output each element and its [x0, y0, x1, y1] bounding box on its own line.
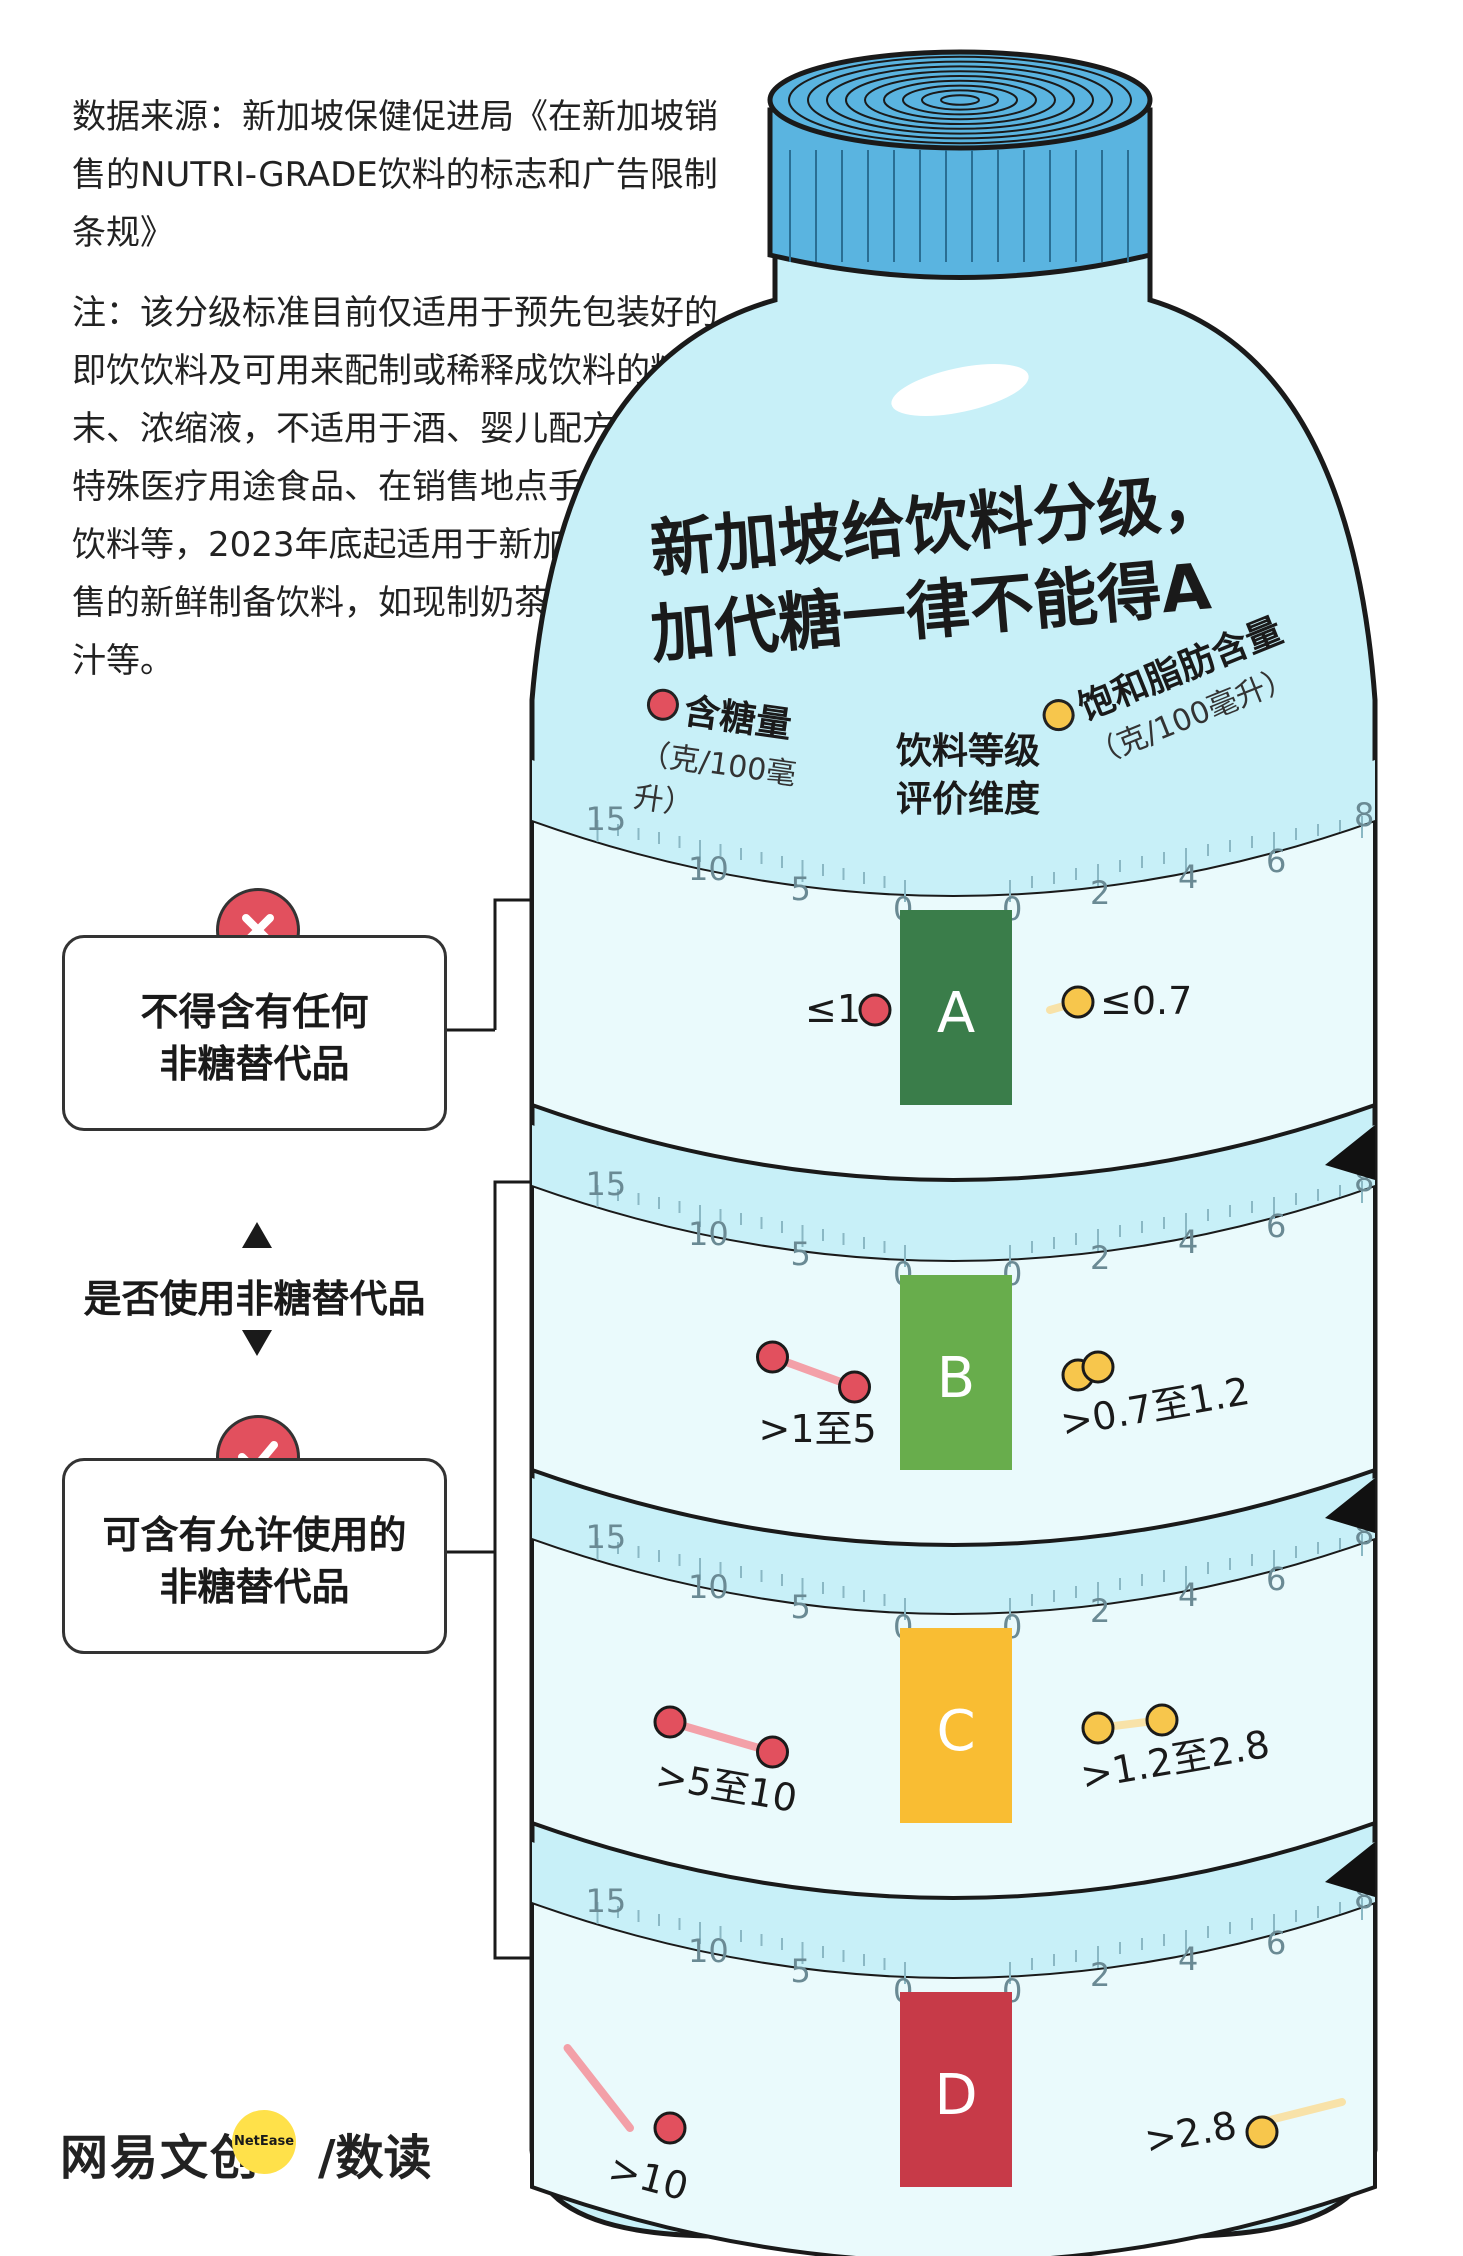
sugar-tick-label: 10 [688, 1568, 729, 1606]
cap-ring [864, 75, 1056, 125]
sugar-tick-label: 5 [791, 870, 811, 908]
yes-sweetener-box: 可含有允许使用的 非糖替代品 [62, 1458, 447, 1654]
fat-tick-label: 4 [1178, 1576, 1198, 1614]
fat-tick-label: 6 [1266, 1207, 1286, 1245]
band-shadow [1325, 1842, 1375, 1897]
sugar-value-label: >1至5 [759, 1407, 877, 1451]
fat-tick-label: 6 [1266, 1560, 1286, 1598]
cap-rings [788, 55, 1132, 145]
fat-dot [1145, 1703, 1179, 1737]
logo-text: 网易文创 [60, 2130, 261, 2186]
no-sweetener-box: 不得含有任何 非糖替代品 [62, 935, 447, 1131]
sugar-legend-dot [644, 686, 682, 723]
title-svg: 新加坡给饮料分级， 加代糖一律不能得A [647, 470, 1227, 673]
sugar-dot [838, 1370, 871, 1404]
grade-letter: A [937, 981, 975, 1046]
cap-ring [883, 79, 1037, 121]
cap-ring [845, 70, 1075, 130]
fat-tick-label: 4 [1178, 1223, 1198, 1261]
yes-sweetener-line2: 非糖替代品 [159, 1565, 350, 1609]
fat-range-line [1258, 2098, 1346, 2126]
fat-value-label: ≤0.7 [1100, 979, 1192, 1023]
cap-ring [807, 60, 1113, 140]
fat-tick-label: 2 [1090, 1592, 1110, 1630]
sugar-value-label: ≤1 [805, 987, 861, 1031]
grade-label-2: 评价维度 [895, 779, 1040, 820]
cap-ring [826, 65, 1094, 135]
sugar-tick-label: 15 [586, 1882, 627, 1920]
sugar-tick-label: 10 [688, 1932, 729, 1970]
grade-letter: C [936, 1699, 975, 1764]
grade-block-D [900, 1992, 1012, 2187]
grade-label-1: 饮料等级 [895, 731, 1040, 772]
bottle-highlight [891, 364, 1029, 416]
fat-tick-label: 6 [1266, 842, 1286, 880]
no-sweetener-line2: 非糖替代品 [159, 1042, 350, 1086]
grade-block-A [900, 910, 1012, 1105]
source-text: 数据来源：新加坡保健促进局《在新加坡销售的NUTRI-GRADE饮料的标志和广告… [72, 97, 718, 253]
grade-letter: B [937, 1346, 975, 1411]
fat-tick-label: 4 [1178, 858, 1198, 896]
triangle-down-icon [242, 1330, 272, 1356]
fat-dot [1081, 1350, 1115, 1384]
sugar-tick-label: 5 [791, 1235, 811, 1273]
cap-ring [788, 55, 1132, 145]
yes-sweetener-line1: 可含有允许使用的 [102, 1513, 407, 1557]
sugar-tick-label: 15 [586, 1165, 627, 1203]
logo-badge: NetEase [232, 2110, 296, 2174]
cap-ring [921, 89, 999, 111]
sugar-header: 含糖量 （克/100毫升） [631, 677, 849, 843]
grade-header: 饮料等级 评价维度 [878, 728, 1058, 824]
fat-dot [1081, 1711, 1115, 1745]
cap-ring [902, 84, 1018, 116]
sugar-dot [653, 2111, 687, 2145]
fat-dot [1061, 985, 1095, 1019]
bracket-no [493, 898, 532, 1030]
cap-ring [940, 94, 980, 106]
fat-tick-label: 2 [1090, 1956, 1110, 1994]
fat-tick-label: 6 [1266, 1924, 1286, 1962]
sugar-dot [653, 1705, 687, 1739]
sugar-tick-label: 5 [791, 1588, 811, 1626]
sugar-range-line [666, 1718, 777, 1756]
sugar-dot [756, 1340, 789, 1374]
sugar-tick-label: 15 [586, 800, 627, 838]
sugar-dot [756, 1735, 789, 1769]
bracket-yes [447, 1180, 532, 1960]
fat-dot [1245, 2115, 1279, 2149]
sugar-range-line [563, 2044, 634, 2132]
fat-tick-label: 2 [1090, 874, 1110, 912]
grade-block-B [900, 1275, 1012, 1470]
fat-tick-label: 2 [1090, 1239, 1110, 1277]
sugar-tick-label: 10 [688, 850, 729, 888]
sugar-dot [858, 993, 892, 1027]
grade-letter: D [934, 2063, 977, 2128]
sugar-tick-label: 10 [688, 1215, 729, 1253]
grade-block-C [900, 1628, 1012, 1823]
sugar-tick-label: 15 [586, 1518, 627, 1556]
triangle-up-icon [242, 1222, 272, 1248]
cap-ridges [789, 150, 1129, 262]
fat-tick-label: 8 [1354, 796, 1374, 834]
band-shadow [1325, 1478, 1375, 1533]
logo-right-text: /数读 [318, 2130, 432, 2186]
sugar-tick-label: 5 [791, 1952, 811, 1990]
band-shadow [1325, 1125, 1375, 1180]
sweetener-question: 是否使用非糖替代品 [83, 1277, 426, 1321]
no-sweetener-line1: 不得含有任何 [140, 990, 369, 1034]
fat-tick-label: 4 [1178, 1940, 1198, 1978]
